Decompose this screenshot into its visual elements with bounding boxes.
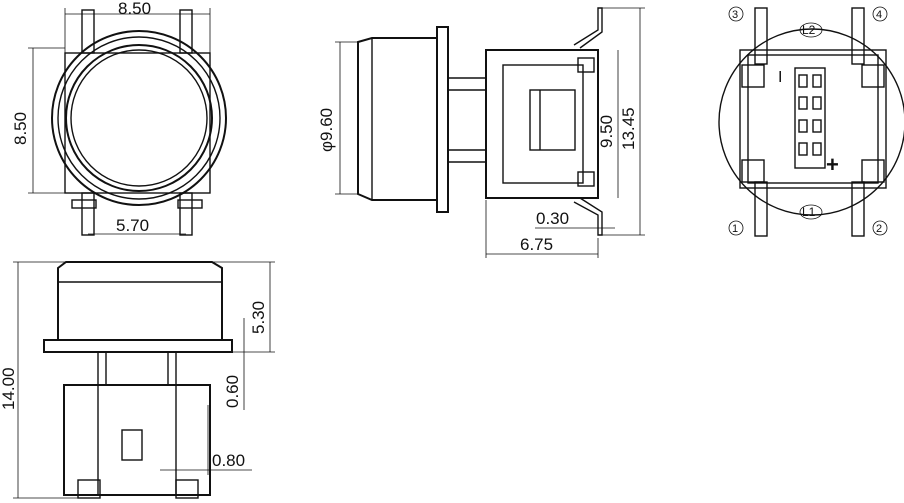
dim-flange: 0.60 xyxy=(223,375,242,408)
minus-marker: I xyxy=(778,69,782,86)
dim-top-width: 8.50 xyxy=(118,0,151,18)
dim-cap-height: 5.30 xyxy=(249,301,268,334)
pin-1-label: 1 xyxy=(732,223,738,235)
pin-4-label: 4 xyxy=(876,9,882,21)
elevation-view: 14.00 5.30 0.60 0.80 xyxy=(0,261,275,499)
dim-pin-width: 0.80 xyxy=(212,451,245,470)
pin-3-label: 3 xyxy=(732,9,738,21)
top-view: 8.50 8.50 5.70 xyxy=(11,0,227,236)
dim-total-height: 13.45 xyxy=(619,107,638,150)
dim-diameter: φ9.60 xyxy=(317,108,336,152)
dim-overall-height: 14.00 xyxy=(0,367,18,410)
dim-top-height: 8.50 xyxy=(11,112,30,145)
side-view: φ9.60 9.50 13.45 0.30 6.75 xyxy=(317,7,645,258)
led-l2-label: L2 xyxy=(802,23,816,37)
plus-marker: + xyxy=(826,152,839,177)
dim-pin-spacing: 5.70 xyxy=(116,216,149,235)
dim-pin-thickness: 0.30 xyxy=(536,209,569,228)
dim-body-height: 9.50 xyxy=(597,115,616,148)
led-l1-label: L1 xyxy=(802,205,816,219)
pin-2-label: 2 xyxy=(876,223,882,235)
dim-body-depth: 6.75 xyxy=(520,235,553,254)
bottom-view: 3 4 1 2 L2 L1 I + xyxy=(718,6,904,237)
